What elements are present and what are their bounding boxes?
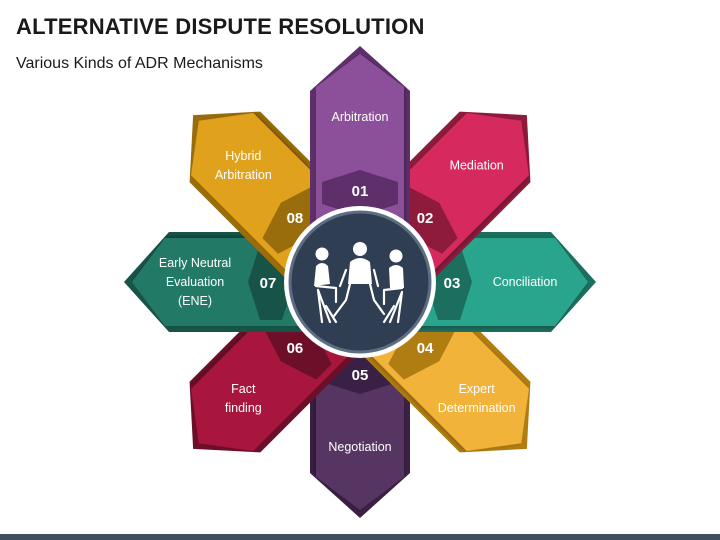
arm-number-band <box>322 170 398 216</box>
mechanism-label-07: (ENE) <box>178 294 212 308</box>
mechanism-number-07: 07 <box>260 275 277 292</box>
mechanism-label-01: Arbitration <box>332 110 389 124</box>
mechanism-number-08: 08 <box>287 210 304 227</box>
page-title: ALTERNATIVE DISPUTE RESOLUTION <box>16 14 425 39</box>
mechanism-label-07: Evaluation <box>166 275 224 289</box>
mechanism-label-04: Expert <box>459 382 496 396</box>
mechanism-number-03: 03 <box>444 275 461 292</box>
mechanism-label-05: Negotiation <box>328 440 391 454</box>
mechanism-number-02: 02 <box>417 210 434 227</box>
mechanism-number-05: 05 <box>352 367 369 384</box>
mechanism-label-06: Fact <box>231 382 256 396</box>
mechanism-number-06: 06 <box>287 340 304 357</box>
mechanism-label-02: Mediation <box>450 158 504 172</box>
mechanism-label-07: Early Neutral <box>159 256 231 270</box>
mechanism-number-01: 01 <box>352 183 369 200</box>
center-hub <box>284 206 436 358</box>
mechanism-label-08: Arbitration <box>215 168 272 182</box>
mechanism-number-04: 04 <box>417 340 434 357</box>
mechanism-label-06: finding <box>225 401 262 415</box>
page-subtitle: Various Kinds of ADR Mechanisms <box>16 55 263 72</box>
footer-bar <box>0 534 720 540</box>
mechanism-label-03: Conciliation <box>493 275 558 289</box>
mechanism-label-04: Determination <box>438 401 516 415</box>
meeting-people-icon <box>314 242 404 324</box>
mechanism-arm-01 <box>310 46 410 242</box>
mechanism-label-08: Hybrid <box>225 149 261 163</box>
